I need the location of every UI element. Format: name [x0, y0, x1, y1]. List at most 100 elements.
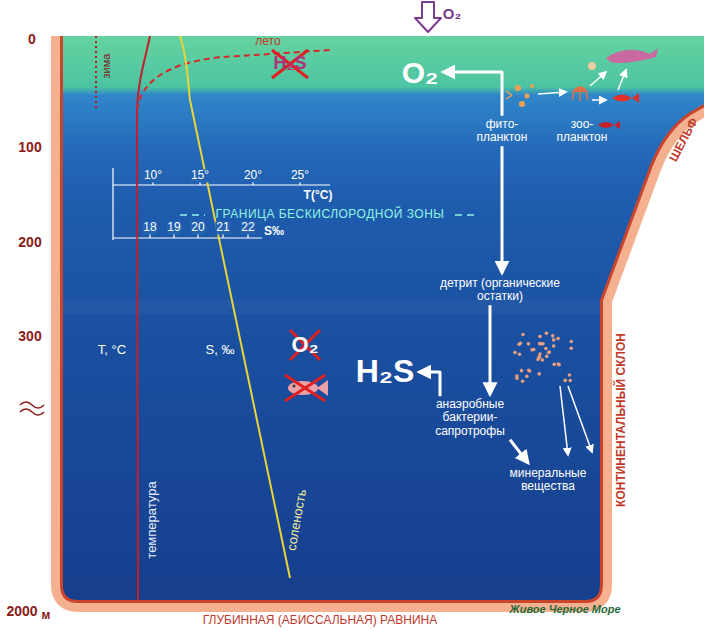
axis-title: T, °C: [98, 343, 126, 357]
flow-arrow: [419, 372, 440, 396]
slope-label: КОНТИНЕНТАЛЬНЫЙ СКЛОН: [615, 333, 628, 507]
unit-label: м: [42, 609, 51, 622]
basin-rim-glow: [63, 36, 704, 600]
detritus-particle: [527, 342, 531, 346]
cross-mark: [272, 50, 308, 78]
detritus-particle: [538, 352, 542, 356]
detritus-particle: [525, 374, 529, 378]
detritus-particle: [541, 358, 545, 362]
detritus-particle: [513, 351, 517, 355]
mineral-arrows: [560, 386, 592, 455]
node-text: минеральные вещества: [500, 467, 596, 493]
detritus-particle: [569, 340, 573, 344]
zooplankton-icons: [572, 62, 596, 101]
water-body: [63, 36, 704, 600]
axis-title: S, ‰: [206, 343, 235, 357]
flow-arrow: [501, 146, 504, 273]
detritus-particle: [515, 377, 519, 381]
detritus-particle: [538, 335, 542, 339]
scale-number: 18: [142, 221, 157, 234]
scale-number: 21: [215, 221, 230, 234]
oxygen-label: O₂: [443, 6, 461, 23]
detritus-particles: [513, 331, 573, 383]
curve-label: температура: [145, 481, 159, 558]
depth-mark: 100: [18, 140, 41, 155]
detritus-particle: [527, 369, 531, 373]
detritus-particle: [520, 369, 524, 373]
season-label: зима: [100, 54, 112, 79]
detritus-particle: [545, 355, 549, 359]
scale-number: 25°: [290, 169, 310, 182]
detritus-particle: [552, 338, 556, 342]
scale-number: 22: [240, 221, 255, 234]
season-label: лето: [255, 35, 280, 48]
axis-break: [20, 402, 44, 415]
detritus-particle: [568, 373, 572, 377]
basin-rim: [63, 36, 704, 600]
node-text: анаэробные бактерии- сапротрофы: [417, 398, 523, 438]
node-text: O₂: [402, 56, 439, 89]
scale-number: 20°: [243, 169, 263, 182]
scale-title: S‰: [264, 225, 284, 238]
detritus-particle: [528, 369, 532, 373]
scale-number: 10°: [143, 169, 163, 182]
absent-gas-label: H₂S: [273, 54, 306, 74]
organism-label: анаэробные бактерии- сапротрофы: [415, 396, 525, 440]
detritus-particle: [552, 363, 556, 367]
salinity-profile: [180, 36, 290, 578]
depth-mark: 200: [18, 235, 41, 250]
organism-label: фито- планктон: [470, 116, 534, 146]
fish-icons: [598, 93, 639, 129]
product-label: минеральные вещества: [498, 465, 598, 495]
detritus-particle: [545, 331, 549, 335]
absent-gas-label: O₂: [292, 333, 319, 357]
detritus-particle: [521, 379, 525, 383]
node-text: детрит (органические остатки): [427, 277, 573, 303]
detritus-particle: [551, 334, 555, 338]
watermark: Живое Черное Море: [509, 603, 620, 615]
detritus-particle: [568, 379, 572, 383]
scale-number: 15°: [190, 169, 210, 182]
depth-mark: 0: [28, 32, 36, 47]
food-chain-arrows: [538, 70, 626, 100]
detritus-particle: [530, 348, 534, 352]
node-text: H₂S: [356, 354, 415, 389]
detritus-particle: [518, 352, 522, 356]
detritus-particle: [519, 341, 523, 345]
depth-mark: 300: [18, 329, 41, 344]
detritus-particle: [547, 351, 551, 355]
ts-scales: [113, 168, 330, 240]
scale-number: 20: [190, 221, 205, 234]
detritus-particle: [537, 372, 541, 376]
phytoplankton-icons: [506, 84, 534, 107]
plain-label: ГЛУБИННАЯ (АБИССАЛЬНАЯ) РАВНИНА: [203, 614, 438, 627]
flow-arrow: [510, 440, 528, 463]
oxygen-inflow-arrow: [415, 2, 441, 32]
depth-mark: 2000: [6, 604, 37, 619]
node-text: зоо- планктон: [552, 118, 612, 144]
detritus-particle: [569, 346, 573, 350]
flow-arrow: [443, 72, 502, 116]
detritus-particle: [548, 350, 552, 354]
detritus-particle: [544, 347, 548, 351]
organism-label: зоо- планктон: [550, 116, 614, 146]
winter-profile: [95, 36, 97, 110]
detritus-particle: [539, 342, 543, 346]
process-label: детрит (органические остатки): [425, 275, 575, 305]
detritus-particle: [563, 379, 567, 383]
oxygen-node: O₂: [400, 54, 441, 91]
detritus-particle: [557, 363, 561, 367]
zone-boundary-label: ГРАНИЦА БЕСКИСЛОРОДНОЙ ЗОНЫ: [216, 208, 445, 221]
detritus-particle: [552, 344, 556, 348]
detritus-particle: [556, 337, 560, 341]
scale-number: 19: [166, 221, 181, 234]
detritus-particle: [521, 333, 525, 337]
gas-node: H₂S: [354, 352, 417, 391]
node-text: фито- планктон: [472, 118, 532, 144]
summer-profile: [137, 50, 330, 110]
detritus-particle: [557, 362, 561, 366]
cross-mark: [285, 375, 325, 401]
